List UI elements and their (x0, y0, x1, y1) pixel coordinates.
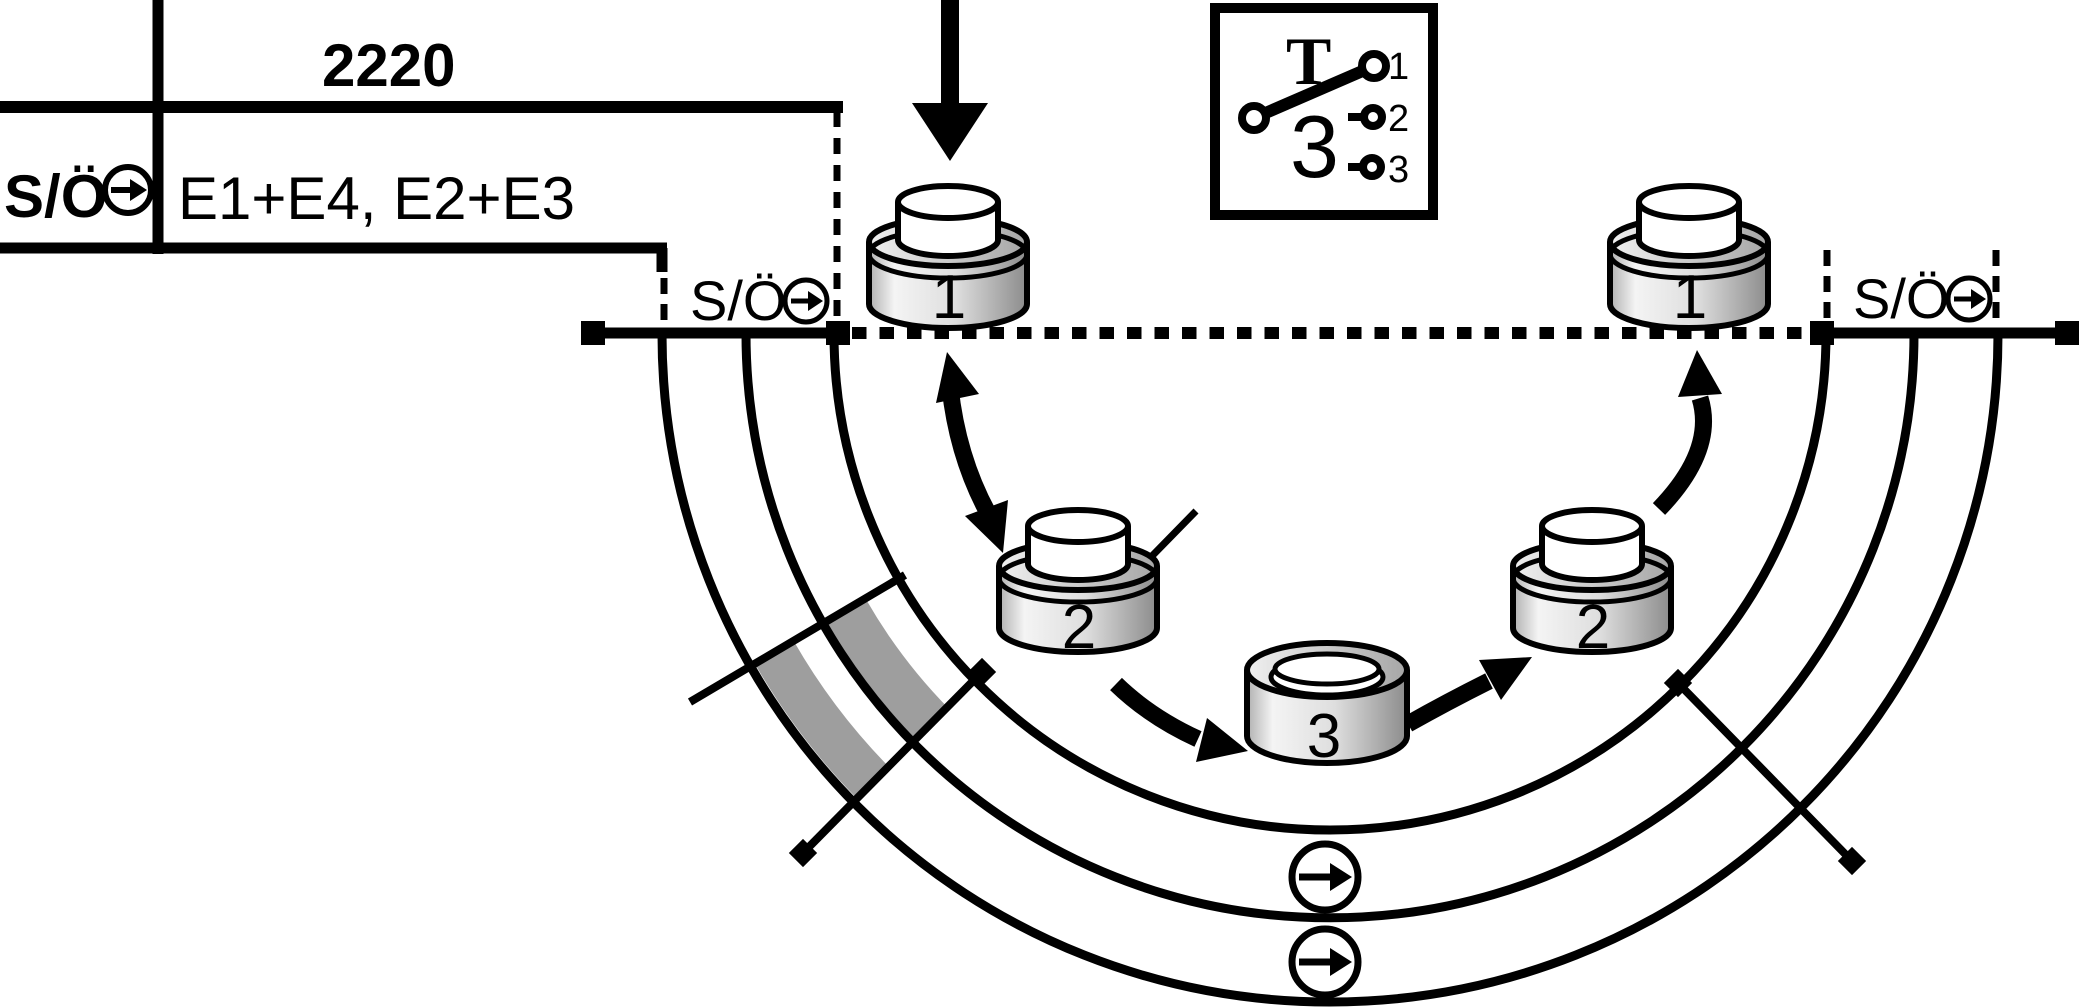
connection-table (0, 0, 843, 330)
switch-lever-icon (1238, 50, 1390, 180)
pressed-knob (1272, 651, 1382, 687)
common-terminal (1238, 102, 1270, 134)
rotation-arrow-2-to-1 (1652, 350, 1722, 515)
table-texts: 2220 S/Ö E1+E4, E2+E3 (4, 32, 575, 232)
radial-line-right-diamonds (1663, 668, 1867, 876)
rotation-arrow-2-to-3 (1110, 677, 1248, 762)
button-label: 3 (1307, 702, 1341, 771)
arrows (912, 0, 1722, 762)
circle-right-arrow-icon (1288, 925, 1362, 999)
push-button-1-right: 1 (1607, 183, 1771, 332)
square-marker (826, 321, 850, 345)
terminal-label-2: 2 (1388, 98, 1409, 140)
product-code: 2220 (322, 32, 455, 99)
diamond-marker (967, 657, 997, 687)
outer-arc (657, 333, 2003, 1007)
terminal-label-1: 1 (1388, 46, 1409, 88)
middle-arc (741, 333, 1919, 923)
press-down-arrow (912, 0, 988, 161)
direction-symbols (1288, 840, 1362, 999)
button-label: 2 (1576, 593, 1610, 662)
radial-line-plain (687, 571, 908, 706)
diamond-marker (1663, 668, 1693, 698)
square-marker (2055, 321, 2079, 345)
button-label: 1 (932, 263, 966, 332)
button-label: 2 (1062, 593, 1096, 662)
turntable-arcs (657, 333, 2003, 1007)
circle-right-arrow-icon (782, 277, 830, 325)
double-rotation-arrow (936, 352, 1008, 553)
soe-label-left: S/Ö (690, 269, 786, 332)
position-label-right: S/Ö (1853, 267, 1993, 330)
highlight-sector (754, 599, 949, 799)
sector-band-inner (827, 599, 949, 741)
square-marker (1810, 321, 1834, 345)
diamond-marker (1837, 846, 1867, 876)
terminal-2-contact (1360, 104, 1386, 130)
square-marker (581, 321, 605, 345)
circle-right-arrow-icon (102, 164, 154, 216)
rotation-arrow-3-to-2 (1403, 657, 1532, 732)
positions-count: 3 (1290, 97, 1339, 196)
terminal-3-contact (1359, 154, 1385, 180)
sector-band-outer (754, 641, 890, 799)
push-button-2-right: 2 (1510, 507, 1674, 662)
table-row-value: E1+E4, E2+E3 (178, 165, 575, 232)
circle-right-arrow-icon (1945, 275, 1993, 323)
terminal-1-contact (1358, 50, 1390, 82)
button-label: 1 (1673, 263, 1707, 332)
radial-marks (687, 508, 1867, 876)
circle-right-arrow-icon (1288, 840, 1362, 914)
table-row-label: S/Ö (4, 163, 107, 230)
soe-label-right: S/Ö (1853, 267, 1949, 330)
inner-arc (829, 333, 1831, 835)
radial-line-left-diamonds (788, 657, 997, 868)
rotary-switch-box: T 1 2 3 3 (1210, 3, 1438, 220)
terminal-label-3: 3 (1388, 149, 1409, 191)
push-button-2-left: 2 (996, 507, 1160, 662)
stage-line (581, 250, 2079, 345)
radial-tick (1149, 508, 1199, 559)
diamond-marker (788, 838, 818, 868)
push-button-1-left: 1 (866, 183, 1030, 332)
position-label-left: S/Ö (690, 269, 830, 332)
push-button-3-pressed: 3 (1244, 640, 1410, 771)
